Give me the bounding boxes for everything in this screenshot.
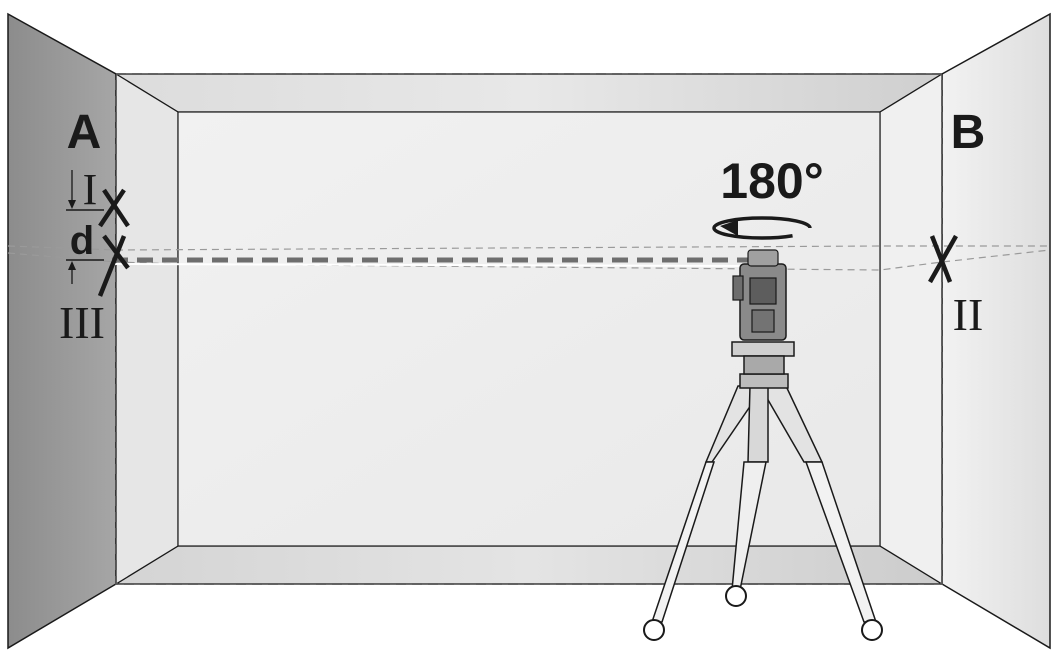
tripod-leg-left-lower — [650, 461, 716, 623]
room-outline-dashed — [115, 73, 943, 585]
tripod-leg-center — [747, 385, 769, 463]
tripod-plate — [731, 341, 795, 357]
tripod-foot-left — [643, 619, 665, 641]
wall-b-label: B — [951, 106, 986, 159]
mark-ii-label: II — [953, 289, 984, 340]
laser-glow — [111, 263, 749, 267]
mark-ii-cross-icon — [928, 234, 958, 284]
distance-label: d — [70, 219, 94, 263]
laser-level-window-front — [749, 277, 777, 305]
inner-left-wall — [115, 72, 179, 586]
laser-level-window-lower — [751, 309, 775, 333]
inner-right-wall — [879, 72, 943, 586]
laser-level-window-left — [732, 275, 744, 301]
mark-i-label: I — [83, 165, 98, 214]
laser-level-top — [747, 249, 779, 267]
mark-iii-label: III — [59, 297, 105, 348]
tripod — [643, 341, 883, 641]
laser-level — [732, 249, 787, 341]
tripod-foot-center — [725, 585, 747, 607]
wall-a-label: A — [67, 106, 102, 159]
tripod-mount — [743, 355, 785, 375]
rotation-label: 180° — [720, 153, 823, 209]
tripod-foot-right — [861, 619, 883, 641]
tripod-collar — [739, 373, 789, 389]
distance-dimension — [66, 170, 104, 284]
rotation-arrow-icon — [712, 216, 812, 240]
mark-i-cross-icon — [98, 188, 130, 228]
floor — [113, 545, 945, 585]
ceiling — [113, 73, 945, 113]
mark-iii-cross-icon — [97, 234, 130, 297]
laser-plane-faint — [7, 245, 1050, 251]
